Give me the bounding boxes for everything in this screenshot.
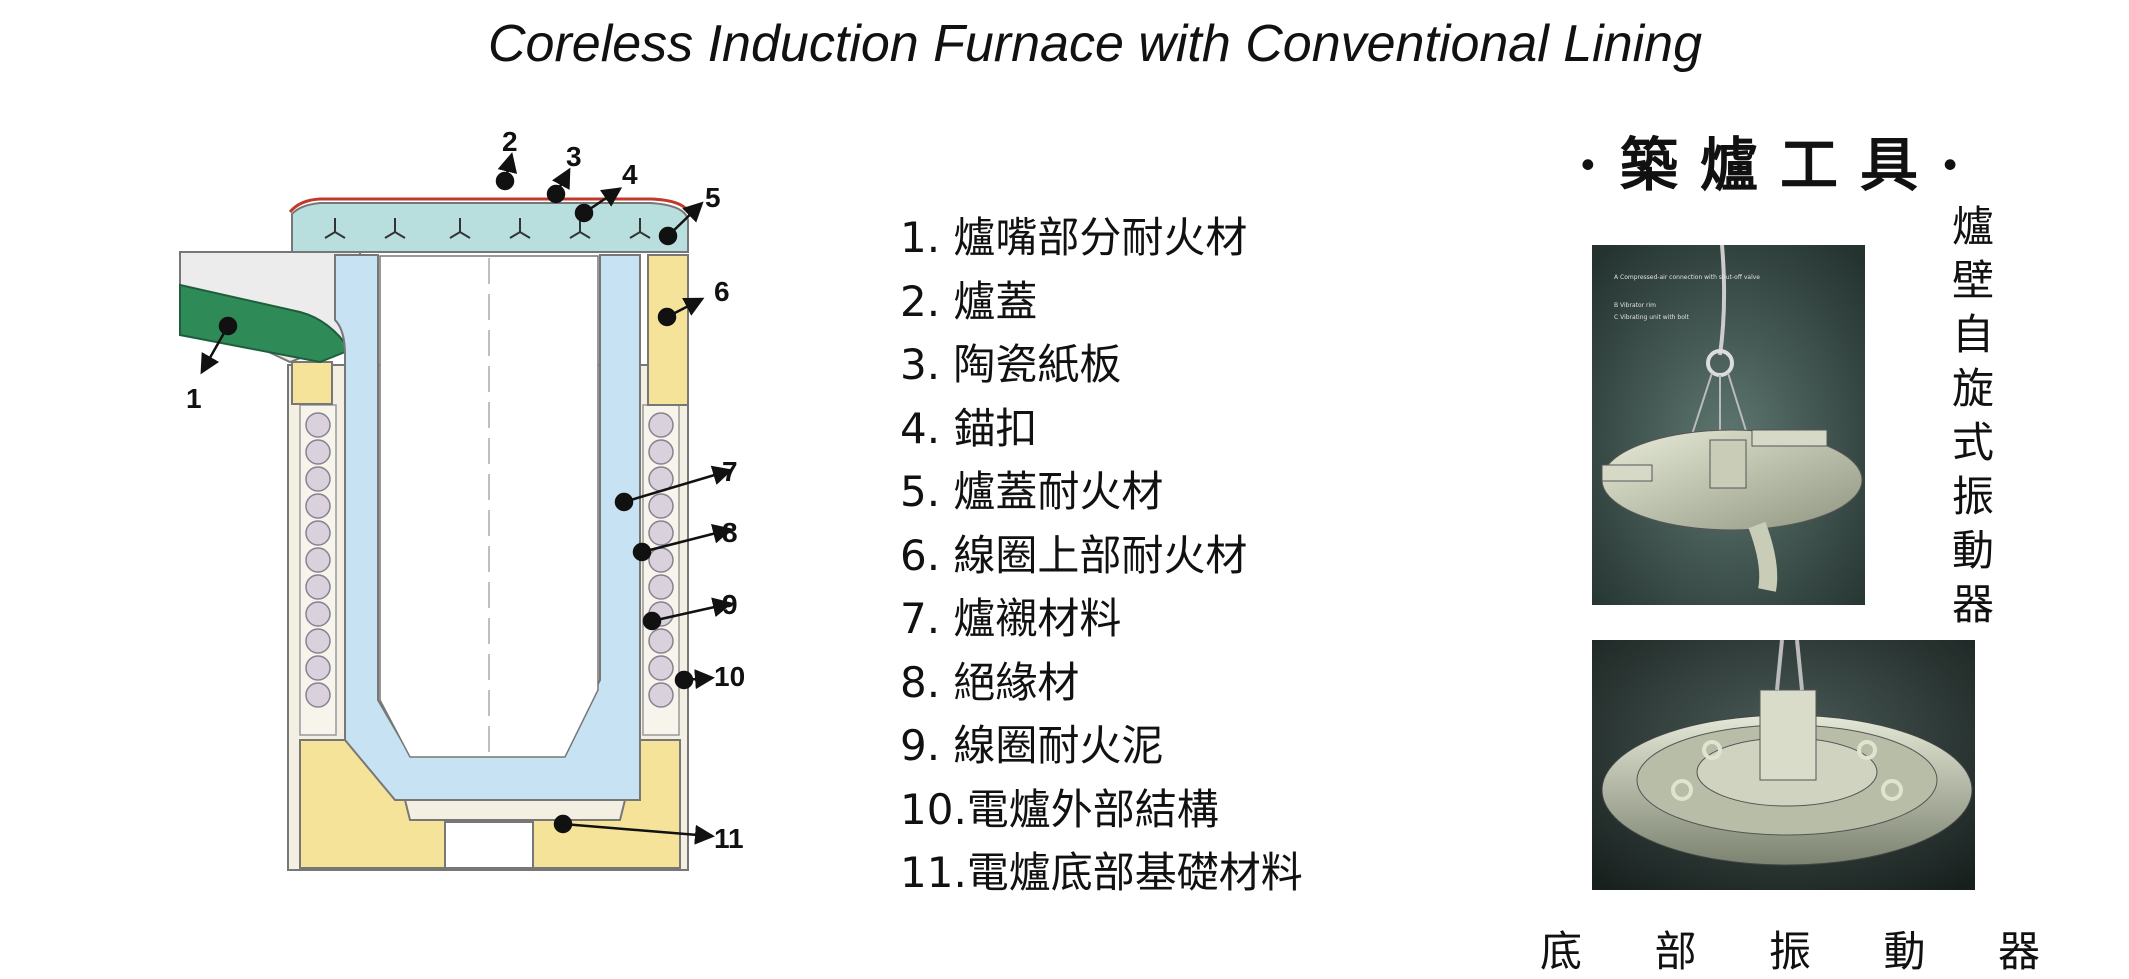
bottom-vibrator-photo bbox=[1592, 640, 1975, 890]
bottom-vibrator-label: 底 部 振 動 器 bbox=[1540, 918, 2040, 979]
legend-item: 3. 陶瓷紙板 bbox=[900, 340, 1122, 389]
spout-refractory bbox=[179, 283, 352, 364]
upper-refractory-right bbox=[647, 254, 689, 406]
legend-item: 11.電爐底部基礎材料 bbox=[900, 848, 1303, 897]
callout-1: 1 bbox=[186, 383, 202, 414]
coil-turns-right bbox=[648, 412, 674, 708]
wall-vibrator-label: 爐壁自旋式振動器 bbox=[1951, 202, 1994, 629]
callout-4: 4 bbox=[622, 159, 638, 190]
legend-item: 9. 線圈耐火泥 bbox=[900, 721, 1164, 770]
legend-item: 6. 線圈上部耐火材 bbox=[900, 530, 1248, 580]
callout-7: 7 bbox=[722, 456, 738, 487]
bottom-vibrator-char: 部 bbox=[1654, 927, 1697, 976]
bottom-vibrator-char: 器 bbox=[1997, 927, 2040, 976]
bottom-vibrator-char: 動 bbox=[1883, 927, 1926, 976]
legend-item: 10.電爐外部結構 bbox=[900, 784, 1219, 834]
callout-2: 2 bbox=[502, 126, 518, 157]
legend-item: 8. 絕緣材 bbox=[900, 657, 1080, 707]
bottom-vibrator-char: 底 bbox=[1540, 927, 1583, 976]
legend-item: 7. 爐襯材料 bbox=[900, 594, 1122, 643]
coil-turns-left bbox=[305, 412, 331, 708]
legend-item: 1. 爐嘴部分耐火材 bbox=[900, 213, 1248, 262]
upper-refractory-left bbox=[291, 361, 333, 405]
wall-vibrator-photo: A Compressed-air connection with shut-of… bbox=[1592, 245, 1865, 605]
legend-item: 2. 爐蓋 bbox=[900, 276, 1038, 326]
tools-title: ·築爐工具· bbox=[1577, 131, 1983, 199]
callout-markers bbox=[200, 152, 733, 845]
furnace-cross-section-diagram: 1 2 3 4 5 6 7 8 9 10 11 bbox=[179, 126, 745, 871]
bottom-gap bbox=[444, 821, 534, 869]
photo-caption-a: A Compressed-air connection with shut-of… bbox=[1614, 274, 1760, 281]
legend-item: 4. 錨扣 bbox=[900, 403, 1038, 453]
callout-9: 9 bbox=[722, 589, 738, 620]
parts-legend: 1. 爐嘴部分耐火材 2. 爐蓋 3. 陶瓷紙板 4. 錨扣 5. 爐蓋耐火材 … bbox=[900, 206, 1303, 905]
callout-numbers: 1 2 3 4 5 6 7 8 9 10 11 bbox=[186, 126, 745, 854]
photo-caption-c: C Vibrating unit with bolt bbox=[1614, 314, 1690, 321]
callout-6: 6 bbox=[714, 276, 730, 307]
callout-3: 3 bbox=[566, 141, 582, 172]
photo-caption-b: B Vibrator rim bbox=[1614, 302, 1656, 309]
furnace-lid bbox=[291, 202, 689, 253]
callout-8: 8 bbox=[722, 517, 738, 548]
page-title: Coreless Induction Furnace with Conventi… bbox=[487, 15, 1703, 73]
callout-5: 5 bbox=[705, 182, 721, 213]
callout-10: 10 bbox=[714, 661, 745, 692]
bottom-vibrator-char: 振 bbox=[1768, 927, 1811, 976]
legend-item: 5. 爐蓋耐火材 bbox=[900, 467, 1164, 516]
melt-cavity bbox=[379, 255, 599, 758]
callout-11: 11 bbox=[714, 823, 744, 854]
